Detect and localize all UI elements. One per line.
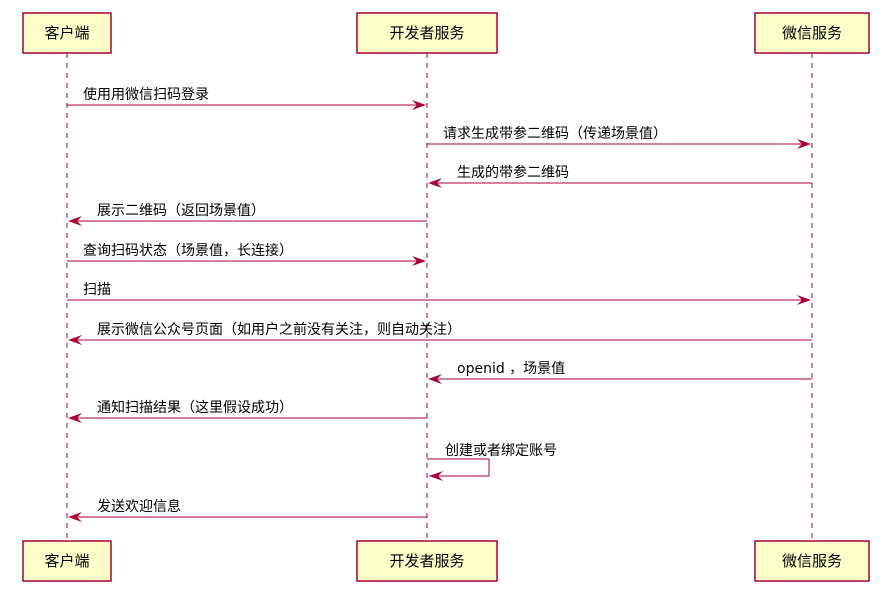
arrowhead bbox=[412, 100, 426, 110]
message-label: 查询扫码状态（场景值，长连接） bbox=[83, 242, 293, 259]
participant-label: 微信服务 bbox=[782, 24, 842, 42]
message-label: 通知扫描结果（这里假设成功） bbox=[97, 399, 293, 416]
participant-dev-top: 开发者服务 bbox=[356, 12, 498, 54]
participant-label: 微信服务 bbox=[782, 552, 842, 570]
message-9: 通知扫描结果（这里假设成功） bbox=[68, 399, 427, 423]
message-label: 发送欢迎信息 bbox=[97, 498, 181, 515]
message-label: 扫描 bbox=[83, 282, 111, 298]
message-label: 创建或者绑定账号 bbox=[445, 443, 557, 459]
message-10: 创建或者绑定账号 bbox=[427, 443, 557, 481]
arrowhead bbox=[68, 413, 82, 423]
arrowhead bbox=[797, 295, 811, 305]
arrowhead bbox=[428, 374, 442, 384]
participant-label: 客户端 bbox=[44, 24, 89, 42]
participant-box bbox=[22, 12, 112, 54]
participant-box bbox=[356, 12, 498, 54]
message-8: openid ，场景值 bbox=[428, 361, 812, 384]
participant-label: 开发者服务 bbox=[389, 552, 464, 570]
message-3: 生成的带参二维码 bbox=[428, 164, 812, 188]
message-line bbox=[427, 458, 490, 477]
arrowhead bbox=[412, 256, 426, 266]
message-6: 扫描 bbox=[67, 282, 811, 305]
participant-dev-bottom: 开发者服务 bbox=[356, 540, 498, 582]
arrowhead bbox=[797, 139, 811, 149]
arrowhead bbox=[429, 471, 443, 481]
message-label: 展示二维码（返回场景值） bbox=[97, 203, 265, 219]
arrowhead bbox=[428, 178, 442, 188]
message-label: openid ，场景值 bbox=[457, 361, 565, 377]
participant-client-bottom: 客户端 bbox=[22, 540, 112, 582]
participant-box bbox=[754, 12, 870, 54]
arrowhead bbox=[68, 512, 82, 522]
participant-wechat-bottom: 微信服务 bbox=[754, 540, 870, 582]
participant-box bbox=[22, 540, 112, 582]
message-label: 请求生成带参二维码（传递场景值） bbox=[443, 125, 667, 142]
message-7: 展示微信公众号页面（如用户之前没有关注，则自动关注） bbox=[68, 321, 812, 345]
message-label: 使用用微信扫码登录 bbox=[83, 86, 209, 103]
participant-label: 开发者服务 bbox=[389, 24, 464, 42]
participant-box bbox=[754, 540, 870, 582]
message-label: 生成的带参二维码 bbox=[457, 164, 569, 181]
message-4: 展示二维码（返回场景值） bbox=[68, 203, 427, 226]
message-11: 发送欢迎信息 bbox=[68, 498, 427, 522]
message-1: 使用用微信扫码登录 bbox=[67, 86, 426, 110]
arrowhead bbox=[68, 335, 82, 345]
lifelines bbox=[66, 53, 813, 541]
message-2: 请求生成带参二维码（传递场景值） bbox=[427, 125, 811, 149]
message-5: 查询扫码状态（场景值，长连接） bbox=[67, 242, 426, 266]
message-label: 展示微信公众号页面（如用户之前没有关注，则自动关注） bbox=[97, 321, 461, 338]
participant-box bbox=[356, 540, 498, 582]
participant-label: 客户端 bbox=[44, 552, 89, 570]
participant-wechat-top: 微信服务 bbox=[754, 12, 870, 54]
participant-client-top: 客户端 bbox=[22, 12, 112, 54]
arrowhead bbox=[68, 216, 82, 226]
